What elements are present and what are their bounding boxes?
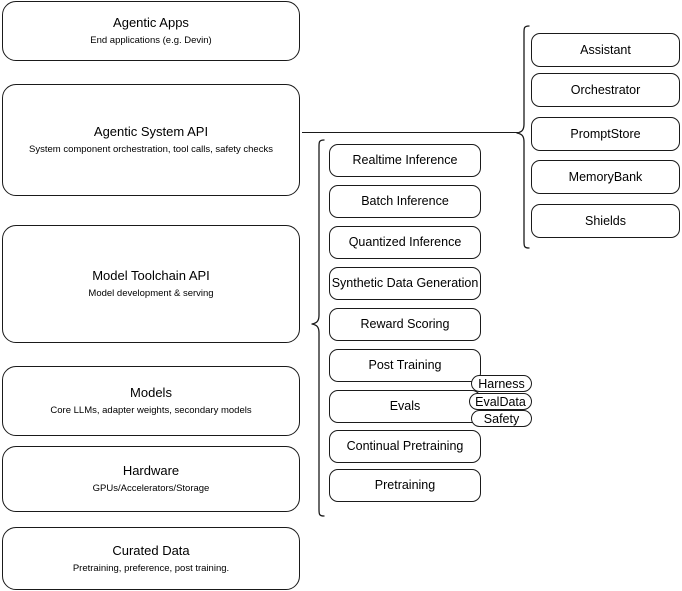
layer-agentic-system-api[interactable]: Agentic System API System component orch… [2, 84, 300, 196]
component-memorybank[interactable]: MemoryBank [531, 160, 680, 194]
layer-subtitle: End applications (e.g. Devin) [90, 35, 212, 46]
capability-label: Synthetic Data Generation [331, 276, 479, 290]
layer-models[interactable]: Models Core LLMs, adapter weights, secon… [2, 366, 300, 436]
capability-label: Realtime Inference [352, 153, 458, 167]
layer-agentic-apps[interactable]: Agentic Apps End applications (e.g. Devi… [2, 1, 300, 61]
eval-subcomponent-evaldata[interactable]: EvalData [469, 393, 532, 410]
component-shields[interactable]: Shields [531, 204, 680, 238]
layer-title: Model Toolchain API [92, 268, 210, 283]
eval-subcomponent-label: Safety [483, 411, 520, 426]
capability-label: Evals [389, 399, 421, 413]
layer-title: Agentic System API [93, 124, 209, 139]
layer-model-toolchain-api[interactable]: Model Toolchain API Model development & … [2, 225, 300, 343]
layer-title: Agentic Apps [113, 15, 189, 30]
eval-subcomponent-label: EvalData [475, 394, 526, 409]
component-promptstore[interactable]: PromptStore [531, 117, 680, 151]
layer-title: Models [130, 385, 172, 400]
component-label: Orchestrator [570, 82, 641, 97]
layer-subtitle: System component orchestration, tool cal… [29, 144, 273, 155]
layer-curated-data[interactable]: Curated Data Pretraining, preference, po… [2, 527, 300, 590]
eval-subcomponent-label: Harness [478, 376, 525, 391]
capability-label: Batch Inference [361, 194, 449, 208]
capability-pretraining[interactable]: Pretraining [329, 469, 481, 502]
capability-post-training[interactable]: Post Training [329, 349, 481, 382]
layer-subtitle: GPUs/Accelerators/Storage [92, 483, 210, 494]
capability-realtime-inference[interactable]: Realtime Inference [329, 144, 481, 177]
capability-label: Reward Scoring [360, 317, 450, 331]
capability-evals[interactable]: Evals [329, 390, 481, 423]
capability-continual-pretraining[interactable]: Continual Pretraining [329, 430, 481, 463]
component-orchestrator[interactable]: Orchestrator [531, 73, 680, 107]
capability-label: Quantized Inference [348, 235, 462, 249]
brace-model-toolchain-capabilities [311, 139, 325, 517]
eval-subcomponent-harness[interactable]: Harness [471, 375, 532, 392]
component-label: Shields [585, 213, 626, 228]
component-label: Assistant [580, 42, 631, 57]
capability-synthetic-data-generation[interactable]: Synthetic Data Generation [329, 267, 481, 300]
connector-line-agentic-system-api [302, 132, 518, 133]
component-assistant[interactable]: Assistant [531, 33, 680, 67]
component-label: PromptStore [570, 126, 641, 141]
layer-subtitle: Model development & serving [88, 288, 214, 299]
capability-quantized-inference[interactable]: Quantized Inference [329, 226, 481, 259]
layer-hardware[interactable]: Hardware GPUs/Accelerators/Storage [2, 446, 300, 512]
eval-subcomponent-safety[interactable]: Safety [471, 410, 532, 427]
layer-subtitle: Pretraining, preference, post training. [72, 562, 230, 574]
capability-label: Post Training [368, 358, 442, 372]
component-label: MemoryBank [568, 169, 643, 184]
layer-title: Curated Data [112, 542, 190, 558]
capability-label: Pretraining [374, 478, 436, 492]
layer-title: Hardware [122, 463, 180, 478]
capability-label: Continual Pretraining [346, 439, 464, 453]
capability-batch-inference[interactable]: Batch Inference [329, 185, 481, 218]
capability-reward-scoring[interactable]: Reward Scoring [329, 308, 481, 341]
layer-subtitle: Core LLMs, adapter weights, secondary mo… [50, 405, 252, 416]
